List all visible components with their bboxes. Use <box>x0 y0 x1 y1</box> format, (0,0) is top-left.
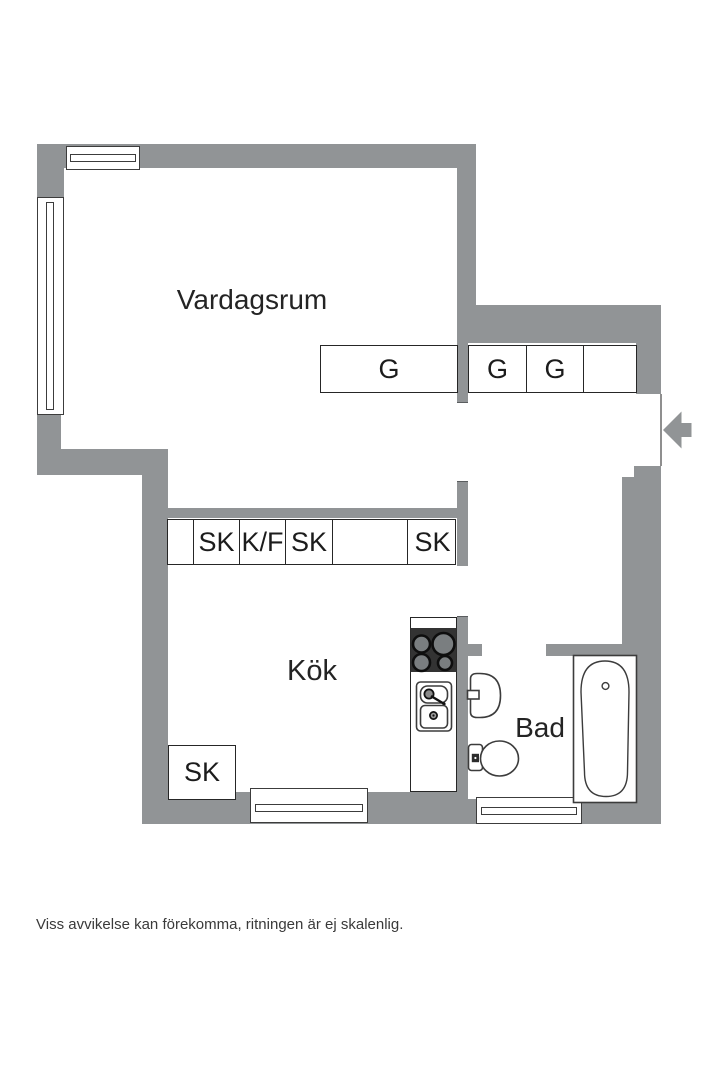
wall-hall-west-thin <box>457 343 468 403</box>
window-top-icon <box>66 146 140 170</box>
kitchen-sink-icon <box>415 681 453 732</box>
window-glass <box>70 154 136 162</box>
wall-cap <box>457 401 468 403</box>
wall-hall-north <box>457 305 661 343</box>
wall-cap <box>457 615 468 617</box>
wall-bath-north <box>546 644 636 656</box>
cabinet-kitchen-corner: SK <box>168 745 236 800</box>
wall-divider-lower <box>457 617 468 792</box>
wardrobe-cell: G <box>469 346 527 392</box>
window-glass <box>255 804 363 812</box>
window-left-icon <box>37 197 64 415</box>
cabinet-cell <box>168 520 194 564</box>
wall-divider-upper <box>457 482 468 566</box>
disclaimer-text: Viss avvikelse kan förekomma, ritningen … <box>36 916 404 933</box>
wardrobe-cell: G <box>527 346 584 392</box>
wall-kitchen-north-thin <box>168 508 457 518</box>
wall-bath-door-stub <box>468 644 482 656</box>
wall-right-mid <box>622 477 661 644</box>
cabinet-cell: SK <box>286 520 333 564</box>
wall-living-east <box>457 168 476 343</box>
wall-kitchen-west <box>142 475 168 824</box>
cabinet-cell <box>333 520 408 564</box>
wall-cap <box>457 480 468 482</box>
cabinet-label: K/F <box>241 526 284 557</box>
wall-entry-lower-stub <box>634 466 661 477</box>
wall-entry-upper-block <box>636 343 661 394</box>
toilet-icon <box>467 740 520 777</box>
wall-living-sw-arm <box>61 449 168 475</box>
cabinet-row-kitchen: SK K/F SK SK <box>167 519 456 565</box>
room-label-living: Vardagsrum <box>176 284 328 315</box>
washbasin-icon <box>466 672 502 719</box>
room-label-bath: Bad <box>515 712 565 743</box>
window-bathroom-bottom-icon <box>476 797 582 824</box>
wardrobe-living: G <box>320 345 458 393</box>
wall-top-left-corner <box>37 144 64 197</box>
cabinet-label: SK <box>414 526 451 557</box>
stove-icon <box>410 628 457 673</box>
room-label-kitchen: Kök <box>287 655 337 687</box>
entrance-arrow-icon <box>663 411 692 449</box>
cabinet-cell: SK <box>408 520 457 564</box>
wardrobe-label: G <box>544 353 566 384</box>
cabinet-label: SK <box>183 757 221 787</box>
cabinet-cell: K/F <box>240 520 286 564</box>
wall-left-lower <box>37 415 61 475</box>
cabinet-label: SK <box>290 526 328 557</box>
wardrobe-row-hall: G G <box>468 345 637 393</box>
wall-bath-east <box>636 644 661 802</box>
window-glass <box>46 202 54 410</box>
bathtub-icon <box>572 654 638 804</box>
window-glass <box>481 807 577 815</box>
entrance-door-opening-line <box>659 394 662 466</box>
cabinet-label: SK <box>198 526 235 557</box>
wardrobe-label: G <box>378 353 400 384</box>
cabinet-cell: SK <box>194 520 240 564</box>
window-kitchen-bottom-icon <box>250 788 368 823</box>
wardrobe-label: G <box>486 353 508 384</box>
